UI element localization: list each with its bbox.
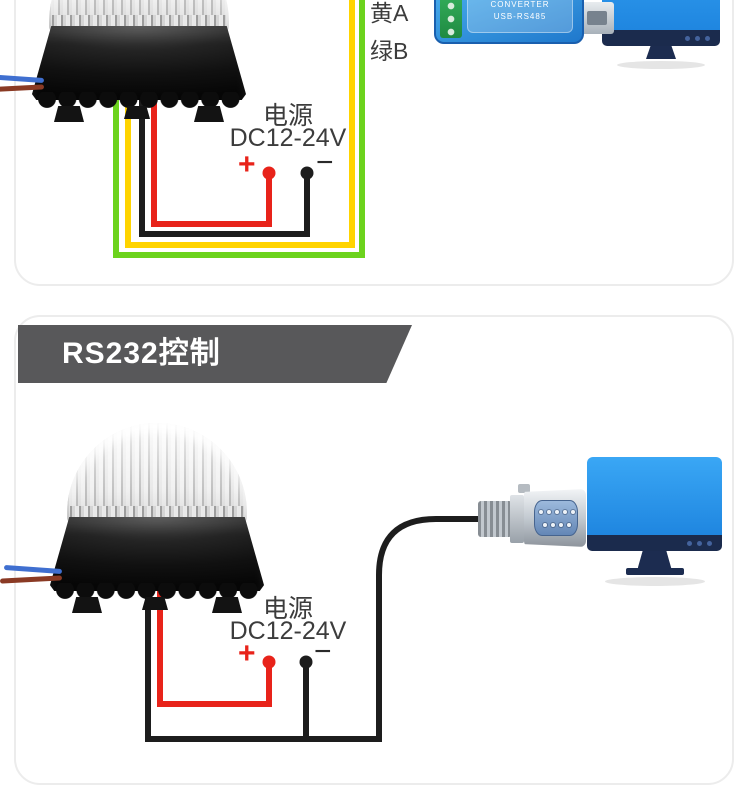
db9-pin-hole xyxy=(539,510,543,514)
monitor-base xyxy=(625,568,684,575)
terminal-dot-negative xyxy=(299,655,313,669)
usb-rs485-converter: ZD-U485 CONVERTER USB-RS485 xyxy=(434,0,584,44)
monitor-dot xyxy=(687,540,692,546)
db9-pin-hole xyxy=(567,523,571,527)
voltage-label: DC12-24V xyxy=(229,124,347,152)
yellow-wire-label: 黄A xyxy=(370,0,409,26)
connector-thumbscrew xyxy=(518,484,530,493)
monitor-bezel xyxy=(602,30,720,46)
monitor-dot xyxy=(705,35,710,41)
beacon-dome xyxy=(67,423,247,525)
db9-face xyxy=(534,500,578,536)
monitor-shadow xyxy=(617,61,705,69)
beacon-foot xyxy=(142,597,168,610)
rs232-diagram-card: RS232控制 电源 DC12-24V + − xyxy=(0,315,734,785)
monitor-dot xyxy=(697,540,702,546)
db9-pin-hole xyxy=(563,510,567,514)
rs485-diagram-card: 黄A 绿B 电源 DC12-24V + − ZD-U485 CONVERTER … xyxy=(0,0,734,286)
monitor-dot xyxy=(695,35,700,41)
beacon-foot xyxy=(54,106,84,122)
monitor-shadow xyxy=(604,577,705,586)
terminal-dot-negative xyxy=(300,166,314,180)
computer-monitor xyxy=(587,457,722,586)
computer-monitor xyxy=(602,0,720,69)
converter-name: CONVERTER xyxy=(490,0,550,9)
converter-interface: USB-RS485 xyxy=(493,12,547,21)
db9-pin-hole xyxy=(571,510,575,514)
connector-collar xyxy=(510,495,524,543)
beacon-foot xyxy=(72,597,102,613)
db9-pin-hole xyxy=(551,523,555,527)
converter-terminal-block xyxy=(440,0,462,38)
db9-pin-hole xyxy=(559,523,563,527)
terminal-dot-positive xyxy=(262,655,276,669)
converter-panel: ZD-U485 CONVERTER USB-RS485 xyxy=(467,0,573,33)
monitor-dot xyxy=(707,540,712,546)
plus-label: + xyxy=(238,637,256,670)
beacon-base xyxy=(50,517,264,591)
rs232-connector xyxy=(478,484,590,549)
db9-pin-hole xyxy=(547,510,551,514)
plus-label: + xyxy=(238,148,256,181)
beacon-base xyxy=(32,26,246,100)
green-wire-label: 绿B xyxy=(370,38,409,64)
minus-label: − xyxy=(314,635,332,668)
rs232-header: RS232控制 xyxy=(62,337,221,370)
voltage-label: DC12-24V xyxy=(229,617,347,645)
minus-label: − xyxy=(316,146,334,179)
monitor-stand xyxy=(637,551,672,569)
terminal-dot-positive xyxy=(262,166,276,180)
db9-pin-hole xyxy=(555,510,559,514)
monitor-bezel xyxy=(587,535,722,551)
db9-pin-hole xyxy=(543,523,547,527)
usb-plug xyxy=(580,2,614,34)
monitor-screen xyxy=(587,457,722,535)
wire-stub-blue xyxy=(3,564,63,575)
section-banner: RS232控制 xyxy=(18,325,412,383)
connector-hood xyxy=(478,501,512,537)
monitor-dot xyxy=(685,35,690,41)
beacon-foot xyxy=(124,106,150,119)
monitor-screen xyxy=(602,0,720,30)
monitor-stand xyxy=(646,46,676,59)
